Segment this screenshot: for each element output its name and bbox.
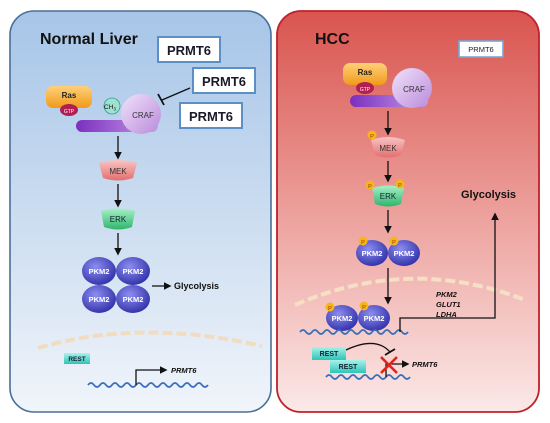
erk-label: ERK <box>110 215 127 224</box>
dna-strand-hcc-upper <box>299 329 409 335</box>
mek-label: MEK <box>109 167 127 176</box>
erk-protein-hcc: ERK P P <box>365 179 405 207</box>
mek-protein-hcc: MEK P <box>367 130 405 158</box>
craf-protein-hcc: CRAF <box>350 68 432 108</box>
pkm2-label-hcc-1: PKM2 <box>362 249 383 258</box>
pkm2-label-3: PKM2 <box>89 295 110 304</box>
prmt6-label-3: PRMT6 <box>189 109 233 124</box>
glycolysis-label-normal: Glycolysis <box>174 281 219 291</box>
rest-protein-hcc-1: REST <box>312 347 346 360</box>
erk-protein: ERK <box>101 208 135 230</box>
rest-repression-line <box>345 342 391 353</box>
prmt6-box-3: PRMT6 <box>179 102 243 129</box>
craf-protein: CRAF <box>76 94 161 134</box>
prmt6-label-1: PRMT6 <box>167 43 211 58</box>
glycolysis-label-hcc: Glycolysis <box>461 189 516 201</box>
pkm2-label-2: PKM2 <box>123 267 144 276</box>
prmt6-inhibition-bar <box>157 93 165 106</box>
erk-label-hcc: ERK <box>380 192 397 201</box>
pkm2-label-1: PKM2 <box>89 267 110 276</box>
methyl-label: CH <box>104 104 114 111</box>
gene-pkm2: PKM2 <box>436 290 458 299</box>
ras-protein-hcc: Ras GTP <box>343 63 387 94</box>
methyl-group: CH3 <box>103 97 121 115</box>
gene-ldha: LDHA <box>436 310 457 319</box>
pkm2-dimer-nucleus: PKM2 PKM2 P P <box>325 301 390 331</box>
pkm2-label-4: PKM2 <box>123 295 144 304</box>
phospho-pkm2-4: P <box>362 305 366 311</box>
gtp-label: GTP <box>64 109 75 115</box>
gene-glut1: GLUT1 <box>436 300 461 309</box>
transcription-arrow-hcc-prmt6 <box>385 360 410 377</box>
ras-label: Ras <box>62 91 77 100</box>
rest-label-hcc-2: REST <box>339 364 358 371</box>
dna-strand-hcc-lower <box>325 374 411 380</box>
nuclear-membrane-hcc <box>294 276 526 307</box>
svg-text:CH3: CH3 <box>104 104 116 112</box>
mek-label-hcc: MEK <box>379 144 397 153</box>
prmt6-gene-normal: PRMT6 <box>171 366 197 375</box>
methyl-subscript: 3 <box>113 107 116 112</box>
phospho-pkm2-1: P <box>361 240 365 246</box>
rest-label-normal: REST <box>68 356 85 363</box>
craf-label-hcc: CRAF <box>403 85 425 94</box>
prmt6-box-2: PRMT6 <box>192 67 256 94</box>
transcription-arrow-targets <box>399 212 499 332</box>
pkm2-label-hcc-4: PKM2 <box>364 314 385 323</box>
blocked-x-icon <box>380 356 398 374</box>
pkm2-label-hcc-2: PKM2 <box>394 249 415 258</box>
prmt6-gene-hcc: PRMT6 <box>412 360 438 369</box>
pkm2-tetramer: PKM2 PKM2 PKM2 PKM2 <box>82 257 150 313</box>
prmt6-box-hcc: PRMT6 <box>458 40 504 58</box>
mek-protein: MEK <box>99 160 137 181</box>
normal-liver-title: Normal Liver <box>40 31 138 48</box>
phospho-pkm2-2: P <box>392 240 396 246</box>
dna-strand-normal <box>87 382 209 388</box>
phospho-mek-1: P <box>370 134 374 140</box>
craf-label: CRAF <box>132 111 154 120</box>
prmt6-inhibition-line <box>161 87 191 101</box>
rest-protein-hcc-2: REST <box>330 360 366 373</box>
rest-label-hcc-1: REST <box>320 351 339 358</box>
pkm2-label-hcc-3: PKM2 <box>332 314 353 323</box>
rest-protein-normal: REST <box>64 353 90 364</box>
ras-protein: Ras GTP <box>46 86 92 116</box>
rest-repression-bar <box>384 348 396 356</box>
prmt6-box-1: PRMT6 <box>157 36 221 63</box>
phospho-erk-1: P <box>368 184 372 190</box>
prmt6-label-hcc: PRMT6 <box>468 45 493 54</box>
prmt6-label-2: PRMT6 <box>202 74 246 89</box>
ras-label-hcc: Ras <box>358 68 373 77</box>
gtp-label-hcc: GTP <box>360 87 371 93</box>
pkm2-dimer-cytoplasm: PKM2 PKM2 P P <box>356 236 420 266</box>
phospho-erk-2: P <box>398 183 402 189</box>
phospho-pkm2-3: P <box>328 306 332 312</box>
hcc-title: HCC <box>315 31 350 48</box>
transcription-arrow-normal <box>135 366 168 385</box>
